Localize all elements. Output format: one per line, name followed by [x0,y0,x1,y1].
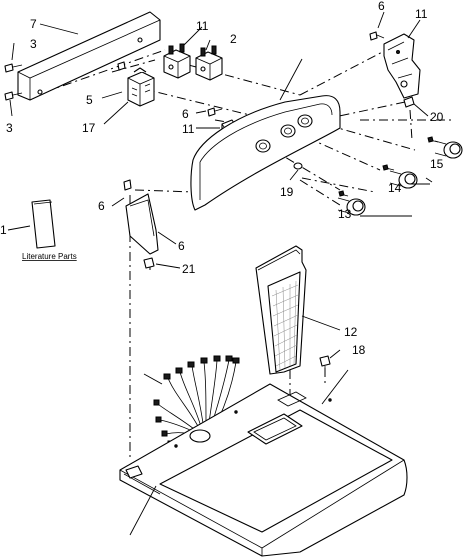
part-6-screw-b [207,107,223,117]
part-1-literature [31,199,56,249]
part-12-terminal-block [127,67,155,107]
callout-15-top: 20 [430,110,444,124]
callout-6-top: 6 [378,0,385,13]
part-8-bracket [383,33,421,99]
callout-11-left: 13 [338,207,352,221]
callouts: 7 3 3 11 2 5 17 6 11 6 11 20 15 14 13 19… [0,0,444,357]
callout-11-mid: 14 [388,181,402,195]
part-6-screw-c [369,31,385,41]
leader-lines [7,11,433,536]
callout-7: 11 [182,122,195,136]
callout-6-left: 5 [86,93,93,107]
callout-15-lower: 21 [182,262,196,276]
part-3-screws [4,63,23,101]
part-15-clip-a [403,96,415,108]
callout-3-lower: 3 [6,121,13,135]
part-5-bracket [17,11,161,101]
part-16-top-panel [119,383,408,557]
callout-11-right: 15 [430,157,444,171]
literature-parts-label: Literature Parts [22,252,77,261]
callout-6-mid: 6 [182,107,189,121]
part-13-screw [319,355,331,374]
callout-1: 1 [0,223,7,237]
knob-3 [434,140,463,159]
callout-4: 6 [178,239,185,253]
part-19-knobs [337,136,463,216]
part-14-spring [293,162,303,170]
part-9-switch [163,43,191,79]
callout-5: 7 [30,17,37,31]
part-20-console [190,95,341,211]
part-2-switch [195,45,223,81]
part-6-screw-a [117,61,126,71]
part-10-lint-screen [255,245,307,375]
callout-10: 12 [344,325,358,339]
callout-2: 2 [230,32,237,46]
callout-12: 17 [82,121,96,135]
callout-8: 11 [415,7,428,21]
part-4-end-cap [125,193,159,255]
knob-1 [337,197,366,216]
callout-13: 18 [352,343,366,357]
callout-9: 11 [196,19,209,33]
part-15-clip-b [143,257,155,269]
callout-3-upper: 3 [30,37,37,51]
callout-6-lower: 6 [98,199,105,213]
part-6-screw-d [123,179,132,191]
callout-14: 19 [280,185,294,199]
